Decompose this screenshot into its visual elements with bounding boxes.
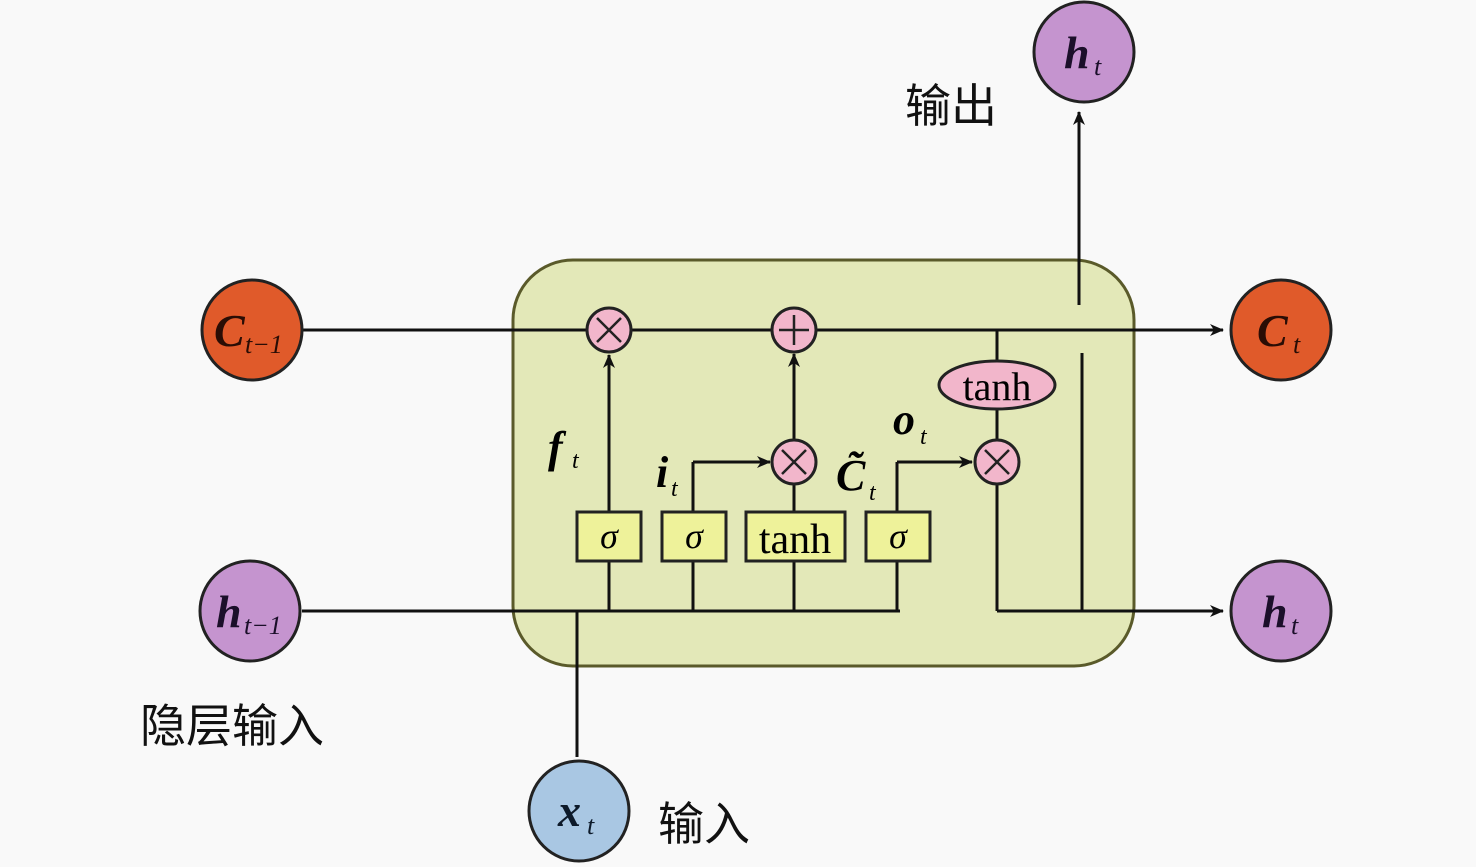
c-out-node: C t xyxy=(1229,278,1333,382)
forget-multiply-op xyxy=(585,306,633,354)
node-sub: t xyxy=(1291,611,1299,640)
input-gate-box: σ xyxy=(660,510,728,563)
node-main: h xyxy=(216,586,242,637)
h-prev-node: h t−1 xyxy=(198,559,302,663)
input-signal-label: i t xyxy=(656,448,679,502)
node-main: h xyxy=(1262,586,1288,637)
sigma-label: σ xyxy=(889,516,908,556)
plus-icon xyxy=(779,315,809,345)
signal-sub: t xyxy=(671,476,679,502)
x-input-node: x t xyxy=(527,759,631,863)
signal-sub: t xyxy=(572,448,580,474)
cell-add-op xyxy=(770,306,818,354)
output-multiply-op xyxy=(973,438,1021,486)
multiply-icon xyxy=(596,317,622,343)
node-main: x xyxy=(557,785,581,836)
input-multiply-op xyxy=(770,438,818,486)
c-prev-node: C t−1 xyxy=(200,278,304,382)
tanh-label: tanh xyxy=(759,517,831,563)
h-top-node: h t xyxy=(1032,0,1136,104)
signal-main: o xyxy=(893,395,915,444)
h-out-node: h t xyxy=(1229,559,1333,663)
node-main: h xyxy=(1064,27,1090,78)
tanh-label: tanh xyxy=(963,364,1032,409)
sigma-label: σ xyxy=(685,516,704,556)
node-sub: t−1 xyxy=(244,611,282,640)
input-label: 输入 xyxy=(658,797,750,851)
multiply-icon xyxy=(781,449,807,475)
candidate-signal-label: C̃ t xyxy=(836,451,877,506)
signal-sub: t xyxy=(920,424,928,450)
node-sub: t xyxy=(1094,52,1102,81)
node-main: C xyxy=(214,305,246,356)
output-signal-label: o t xyxy=(893,395,928,450)
tanh-output-op: tanh xyxy=(937,359,1057,411)
hidden-input-label: 隐层输入 xyxy=(140,699,324,753)
signal-main: i xyxy=(656,448,669,497)
output-gate-box: σ xyxy=(864,510,932,563)
signal-sub: t xyxy=(869,480,877,506)
node-sub: t xyxy=(587,811,595,840)
forget-gate-box: σ xyxy=(575,510,643,563)
candidate-gate-box: tanh xyxy=(744,510,847,563)
output-label: 输出 xyxy=(905,79,997,133)
signal-main: C̃ xyxy=(836,451,866,500)
node-main: C xyxy=(1257,305,1289,356)
sigma-label: σ xyxy=(600,516,619,556)
multiply-icon xyxy=(984,449,1010,475)
forget-signal-label: f t xyxy=(548,423,580,474)
node-sub: t xyxy=(1293,330,1301,359)
signal-main: f xyxy=(548,423,567,472)
node-sub: t−1 xyxy=(245,330,283,359)
